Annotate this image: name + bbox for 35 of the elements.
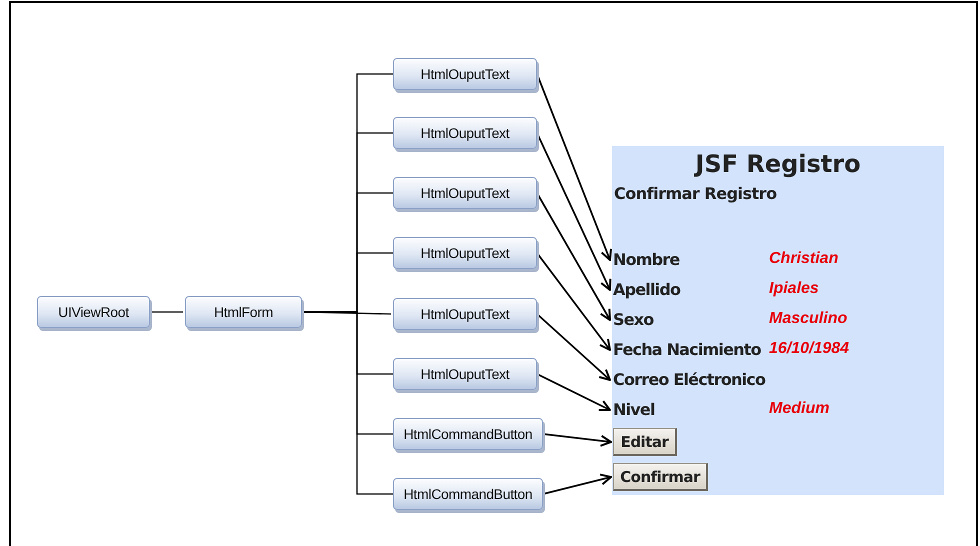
field-label: Nombre	[613, 250, 680, 269]
field-value: 16/10/1984	[769, 340, 850, 358]
field-label: Nivel	[613, 400, 655, 419]
field-value: Masculino	[769, 310, 848, 328]
field-label: Sexo	[613, 310, 654, 329]
arrow	[536, 132, 612, 291]
component-box: HtmlOuputText	[393, 358, 537, 390]
connector-line	[150, 311, 183, 313]
component-box: UIViewRoot	[37, 296, 150, 328]
form-subtitle: Confirmar Registro	[614, 184, 777, 203]
arrow	[542, 433, 612, 447]
component-box: HtmlOuputText	[393, 58, 537, 90]
component-box: HtmlOuputText	[393, 237, 537, 269]
component-box: HtmlCommandButton	[393, 418, 543, 450]
form-button: Editar	[613, 428, 677, 456]
form-title: JSF Registro	[693, 150, 862, 178]
arrow	[536, 313, 611, 381]
field-value: Medium	[769, 400, 830, 418]
field-value: Ipiales	[769, 280, 819, 298]
component-box: HtmlOuputText	[393, 298, 537, 330]
arrow	[536, 192, 611, 321]
field-label: Apellido	[613, 280, 680, 299]
arrow	[536, 252, 611, 351]
field-label: Correo Eléctronico	[613, 370, 766, 389]
component-box: HtmlCommandButton	[393, 478, 543, 510]
form-panel	[612, 146, 944, 495]
component-box: HtmlOuputText	[393, 177, 537, 209]
form-button: Confirmar	[613, 463, 708, 491]
component-box: HtmlOuputText	[393, 117, 537, 149]
arrow	[536, 373, 611, 412]
arrow	[542, 474, 612, 495]
component-box: HtmlForm	[185, 296, 302, 328]
field-label: Fecha Nacimiento	[613, 340, 761, 359]
field-value: Christian	[769, 250, 838, 268]
connector-line	[302, 311, 393, 495]
